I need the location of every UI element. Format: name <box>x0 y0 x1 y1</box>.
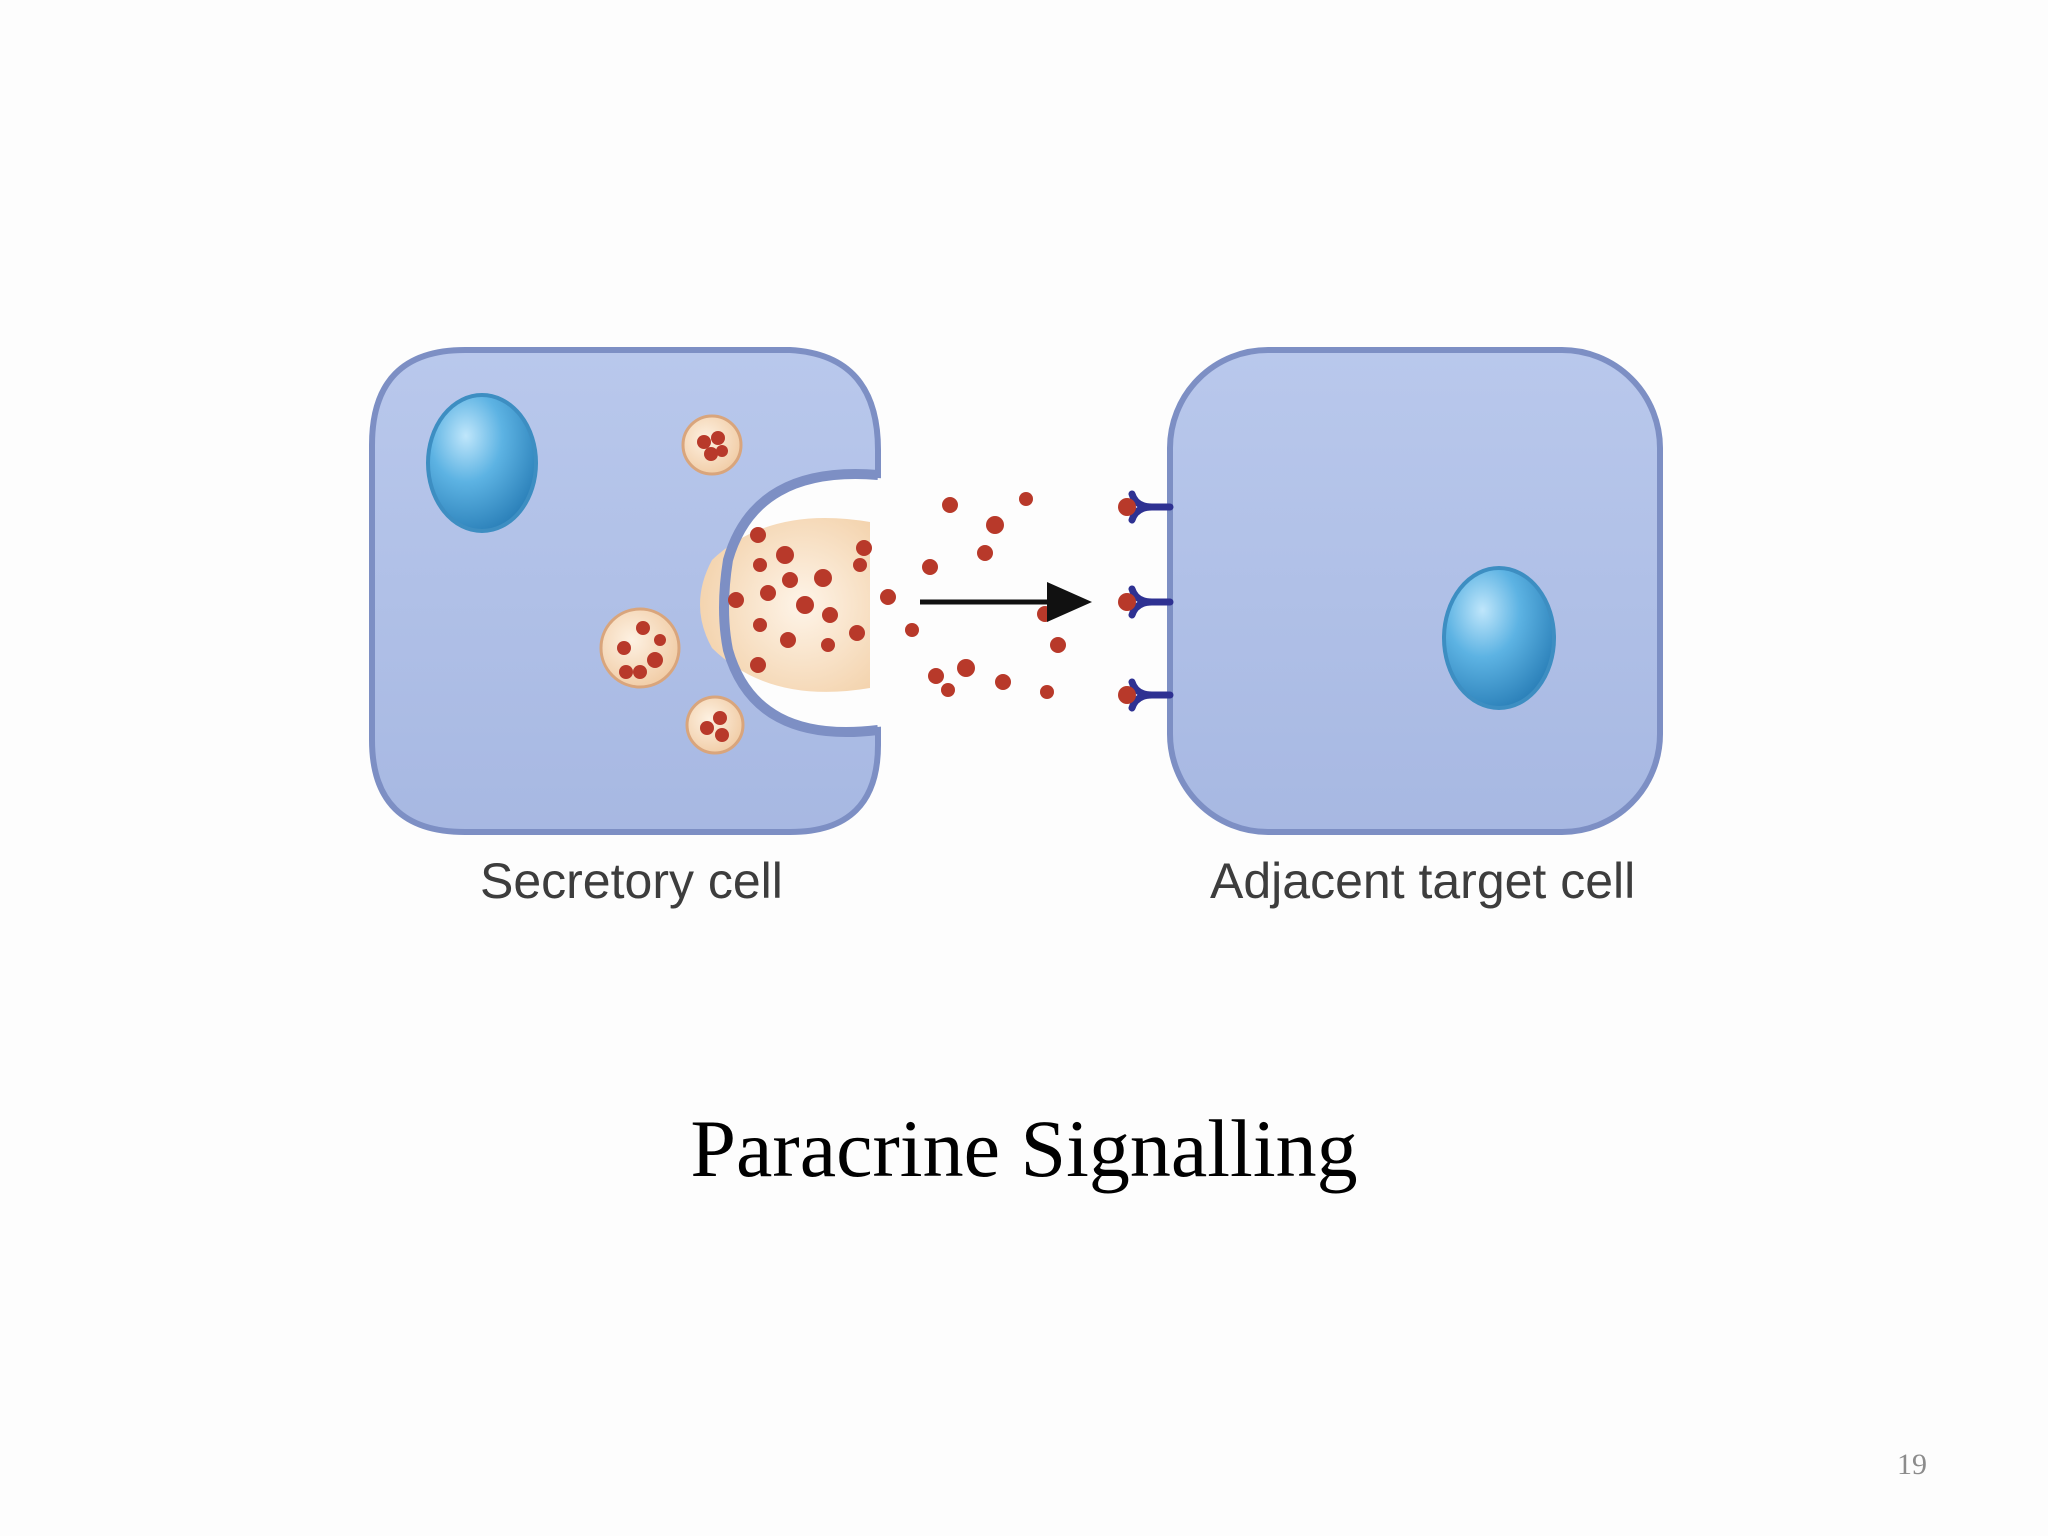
secretory-nucleus <box>426 393 538 533</box>
secreted-molecules-inside <box>728 527 872 673</box>
receptor-top <box>1118 490 1174 524</box>
target-cell <box>1118 347 1663 835</box>
secretory-cell-label: Secretory cell <box>480 853 783 909</box>
exocytosis-membrane <box>719 469 879 738</box>
target-cell-body <box>1167 347 1663 835</box>
target-nucleus <box>1442 566 1556 710</box>
secretory-cell <box>369 347 881 835</box>
receptor-middle <box>1118 585 1174 619</box>
vesicle-top <box>681 414 743 476</box>
receptor-bottom <box>1118 678 1174 712</box>
target-cell-label: Adjacent target cell <box>1210 853 1635 909</box>
vesicle-left <box>599 607 681 689</box>
released-molecules <box>880 492 1066 699</box>
slide-title: Paracrine Signalling <box>690 1103 1358 1194</box>
slide-page-number: 19 <box>1897 1448 1927 1481</box>
vesicle-bottom <box>685 695 745 755</box>
